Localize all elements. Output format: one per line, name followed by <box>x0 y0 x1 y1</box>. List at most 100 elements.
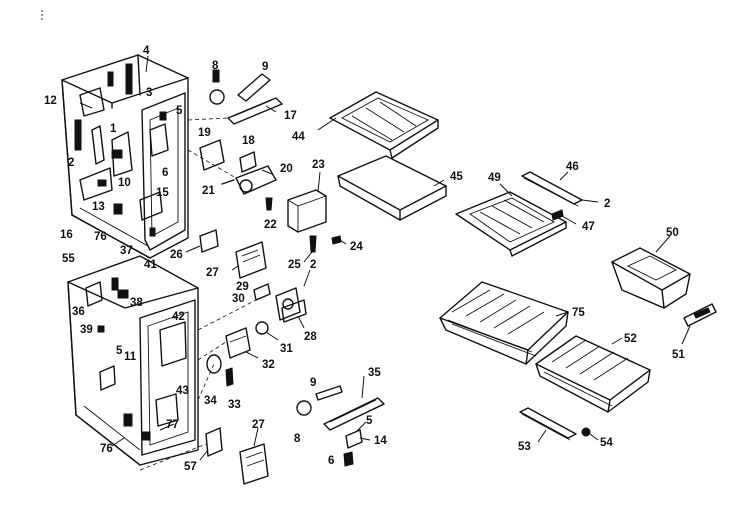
callout-1: 1 <box>110 123 117 135</box>
part-25-pin <box>309 235 317 253</box>
callout-36: 36 <box>72 306 85 318</box>
part-50-bin <box>611 247 691 309</box>
callout-38: 38 <box>130 297 143 309</box>
upper-cabinet <box>61 54 189 259</box>
callout-57: 57 <box>184 461 197 473</box>
part-21-screw <box>221 179 235 185</box>
callout-14: 14 <box>374 435 387 447</box>
callout-2c: 2 <box>310 259 316 271</box>
callout-2: 2 <box>68 157 74 169</box>
part-29-clip <box>253 283 271 301</box>
part-22-screw <box>265 197 273 211</box>
callout-54: 54 <box>600 437 613 449</box>
part-27-panel-upper <box>235 241 267 279</box>
part-44-shelf <box>329 91 439 159</box>
part-30-damper <box>275 287 301 321</box>
callout-39: 39 <box>80 324 93 336</box>
part-47-screw <box>551 209 564 221</box>
part-34-cap <box>206 354 222 374</box>
callout-29: 29 <box>236 281 249 293</box>
part-54-cap <box>581 427 591 437</box>
callout-5b: 5 <box>116 345 123 357</box>
callout-20: 20 <box>280 163 293 175</box>
callout-34: 34 <box>204 395 217 407</box>
part-75-basket <box>439 281 569 365</box>
callout-labels: 4 8 9 12 3 1 5 2 6 10 13 15 16 76 17 44 … <box>44 45 685 473</box>
callout-23: 23 <box>312 159 325 171</box>
callout-6b: 6 <box>328 455 334 467</box>
callout-42: 42 <box>172 311 185 323</box>
part-18-switch <box>239 151 257 173</box>
part-19-plate <box>199 139 225 171</box>
part-23-cover <box>287 189 327 233</box>
part-9-light <box>237 73 271 102</box>
callout-30: 30 <box>232 293 245 305</box>
callout-52: 52 <box>624 333 637 345</box>
part-24-screw <box>331 235 342 245</box>
callout-9b: 9 <box>310 377 316 389</box>
callout-49: 49 <box>488 172 501 184</box>
callout-3: 3 <box>146 87 152 99</box>
callout-43: 43 <box>176 385 189 397</box>
callout-51: 51 <box>672 349 685 361</box>
callout-35: 35 <box>368 367 381 379</box>
alignment-lines <box>139 117 257 471</box>
part-8-knob-lower <box>296 400 312 416</box>
part-35-bracket <box>323 397 385 431</box>
callout-24: 24 <box>350 241 363 253</box>
part-6-screw-lower <box>343 451 354 467</box>
callout-10: 10 <box>118 177 131 189</box>
part-17-bracket <box>227 97 283 125</box>
callout-8: 8 <box>212 60 219 72</box>
callout-22: 22 <box>264 219 277 231</box>
callout-2b: 2 <box>604 198 610 210</box>
part-53-rail <box>519 407 577 441</box>
callout-5: 5 <box>176 105 183 117</box>
callout-21: 21 <box>202 185 215 197</box>
callout-37: 37 <box>120 245 133 257</box>
callout-15: 15 <box>156 187 169 199</box>
callout-32: 32 <box>262 359 275 371</box>
part-31-knob <box>255 321 269 335</box>
callout-6: 6 <box>162 167 168 179</box>
part-49-crisper-cover <box>455 191 567 257</box>
callout-33: 33 <box>228 399 241 411</box>
callout-55: 55 <box>62 253 75 265</box>
callout-45: 45 <box>450 171 463 183</box>
callout-16: 16 <box>60 229 73 241</box>
callout-28: 28 <box>304 331 317 343</box>
part-27-panel-lower <box>239 443 269 485</box>
callout-27b: 27 <box>252 419 265 431</box>
callout-41: 41 <box>144 259 157 271</box>
part-46-rail <box>521 171 583 207</box>
callout-75: 75 <box>572 307 585 319</box>
callout-4: 4 <box>143 45 150 57</box>
callout-17: 17 <box>284 110 297 122</box>
callout-47: 47 <box>582 221 595 233</box>
part-57-plate <box>205 427 223 457</box>
part-28-bracket <box>281 299 307 323</box>
callout-11: 11 <box>124 351 137 363</box>
callout-53: 53 <box>518 441 531 453</box>
part-20-housing <box>235 165 277 195</box>
part-26-clip <box>199 229 219 253</box>
callout-5c: 5 <box>366 415 373 427</box>
part-33-screw <box>225 367 234 387</box>
callout-44: 44 <box>292 131 305 143</box>
part-14-fitting <box>345 429 363 449</box>
callout-27: 27 <box>206 267 219 279</box>
callout-12: 12 <box>44 95 57 107</box>
part-8-knob <box>209 69 225 105</box>
callout-76b: 76 <box>100 443 113 455</box>
callout-31: 31 <box>280 343 293 355</box>
lower-cabinet <box>67 255 199 466</box>
callout-25: 25 <box>288 259 301 271</box>
callout-9: 9 <box>262 61 268 73</box>
part-45-shelf <box>337 155 447 221</box>
part-52-crisper <box>535 335 651 413</box>
callout-18: 18 <box>242 135 255 147</box>
callout-leaders <box>79 55 691 461</box>
callout-76: 76 <box>94 231 107 243</box>
